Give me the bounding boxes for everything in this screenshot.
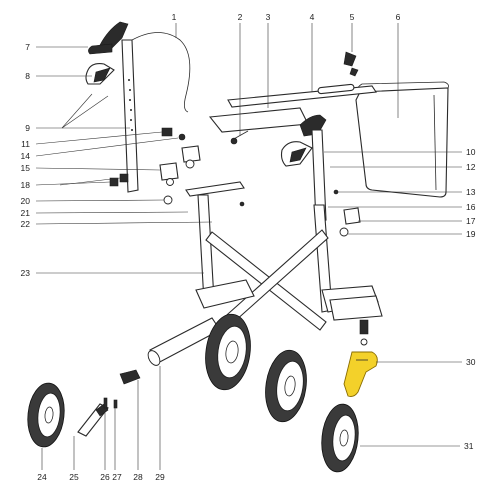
small-hardware: [109, 127, 245, 207]
label-23: 23: [21, 268, 31, 278]
wheel-24: [27, 382, 65, 448]
label-24: 24: [37, 472, 47, 482]
left-handle-column: [85, 21, 139, 193]
label-30: 30: [466, 357, 476, 367]
callout-labels: 1 2 3 4 5 6 7 8 9 10 11 12 13 14 15 16 1…: [21, 12, 476, 482]
leader-lines: [35, 23, 462, 470]
label-25: 25: [69, 472, 79, 482]
wheel-rear-left: [205, 313, 251, 391]
label-10: 10: [466, 147, 476, 157]
label-8: 8: [25, 71, 30, 81]
label-7: 7: [25, 42, 30, 52]
cap-28: [119, 369, 141, 385]
part-5-clip: [343, 51, 359, 77]
label-31: 31: [464, 441, 474, 451]
label-18: 18: [21, 180, 31, 190]
right-handle-column: [280, 114, 361, 237]
fork-25: [77, 403, 109, 437]
label-3: 3: [266, 12, 271, 22]
axle-bolt: [359, 319, 369, 346]
label-2: 2: [238, 12, 243, 22]
label-9: 9: [25, 123, 30, 133]
label-29: 29: [155, 472, 165, 482]
label-5: 5: [350, 12, 355, 22]
wheel-31: [321, 403, 359, 473]
part-3-seat-plate: [208, 107, 309, 145]
label-11: 11: [21, 139, 30, 149]
label-14: 14: [21, 151, 31, 161]
label-6: 6: [396, 12, 401, 22]
label-16: 16: [466, 202, 476, 212]
pins-26-27: [103, 397, 118, 409]
label-17: 17: [466, 216, 476, 226]
part-30-highlighted-fork: [343, 351, 378, 397]
part-1-brake-cable: [131, 32, 191, 113]
label-19: 19: [466, 229, 476, 239]
label-1: 1: [172, 12, 177, 22]
part-4-crossbar: [227, 83, 377, 108]
label-22: 22: [21, 219, 31, 229]
frame: [147, 181, 383, 366]
wheel-rear-right: [265, 349, 307, 423]
label-4: 4: [310, 12, 315, 22]
label-27: 27: [112, 472, 122, 482]
label-28: 28: [133, 472, 143, 482]
label-15: 15: [21, 163, 31, 173]
label-21: 21: [21, 208, 31, 218]
label-20: 20: [21, 196, 31, 206]
label-12: 12: [466, 162, 476, 172]
label-13: 13: [466, 187, 476, 197]
label-26: 26: [100, 472, 110, 482]
part-6-basket: [355, 81, 449, 198]
post-holes: [128, 79, 133, 131]
